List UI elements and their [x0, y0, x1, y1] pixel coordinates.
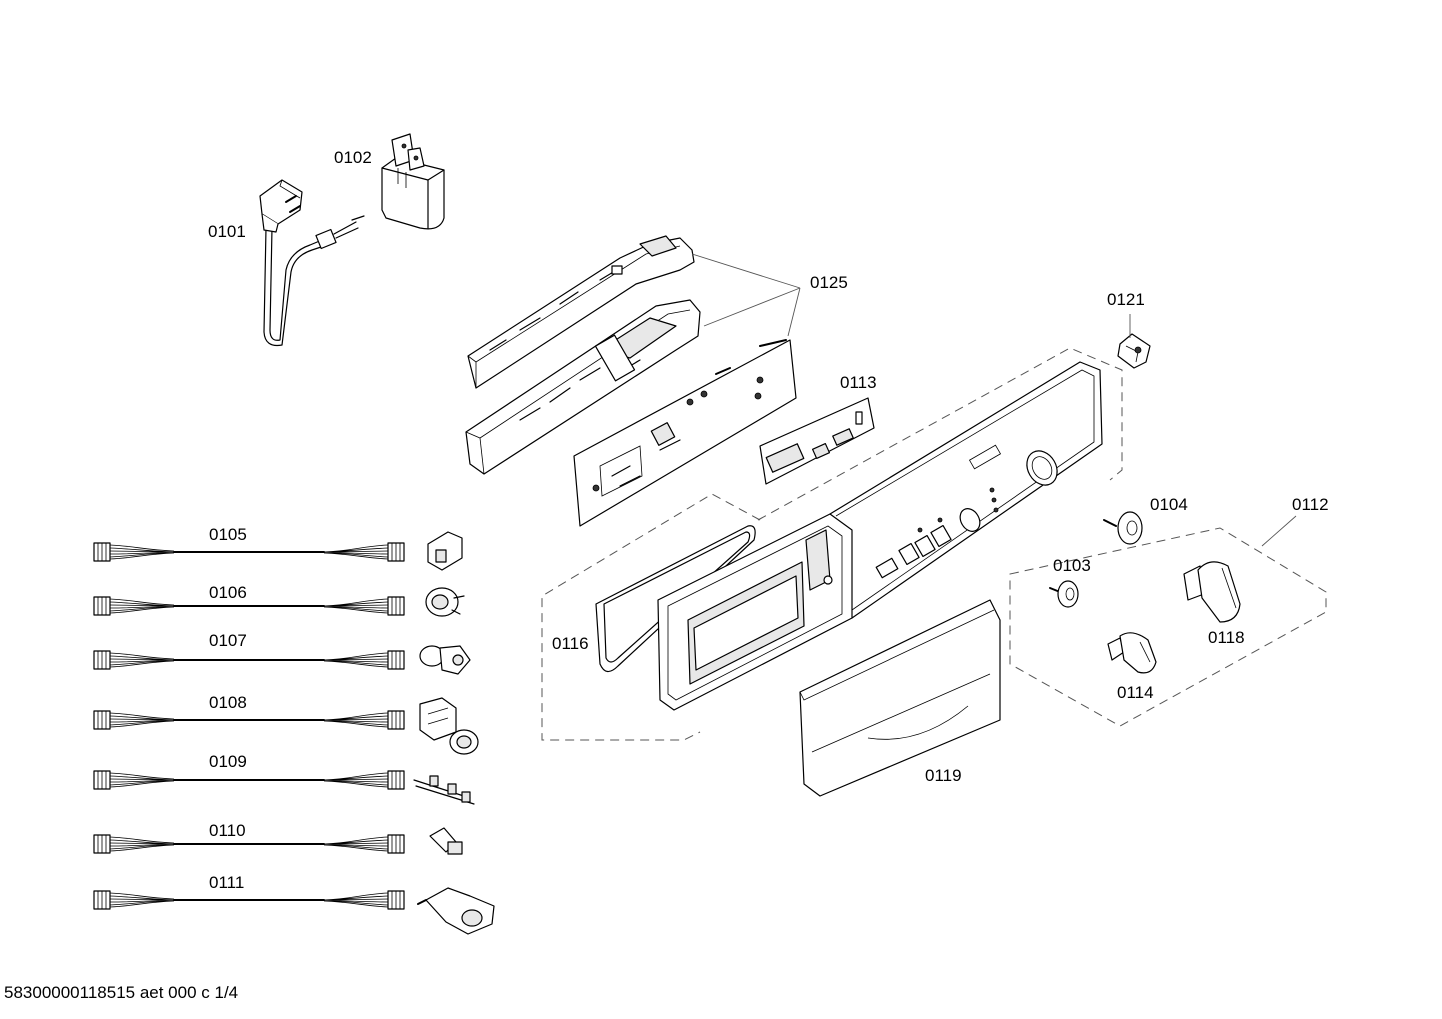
wiring-harness-0110 — [93, 834, 405, 854]
clip-part — [1117, 333, 1151, 369]
leader-0112 — [1261, 515, 1297, 547]
component-0109 — [413, 775, 475, 805]
wiring-harness-0111 — [93, 890, 405, 910]
label-0101: 0101 — [208, 222, 246, 241]
knob-0114 — [1107, 632, 1157, 674]
knob-shaft-0103 — [1049, 580, 1079, 608]
module-bracket-upper — [467, 235, 695, 389]
label-0105: 0105 — [209, 525, 247, 544]
label-0106: 0106 — [209, 583, 247, 602]
fascia-assembly-outline — [541, 347, 1123, 741]
power-cord-part — [259, 179, 365, 347]
label-0113: 0113 — [840, 373, 877, 392]
component-0106 — [425, 587, 465, 617]
component-0107 — [419, 645, 471, 675]
label-0109: 0109 — [209, 752, 247, 771]
label-0107: 0107 — [209, 631, 247, 650]
component-0111 — [417, 887, 495, 935]
label-0108: 0108 — [209, 693, 247, 712]
wiring-harness-0106 — [93, 596, 405, 616]
label-0102: 0102 — [334, 148, 372, 167]
label-0118: 0118 — [1208, 628, 1245, 647]
drawing-reference-footer: 58300000118515 aet 000 c 1/4 — [4, 983, 238, 1002]
knob-0118 — [1183, 561, 1241, 623]
leader-0125 — [691, 253, 801, 337]
interference-filter-part — [381, 133, 445, 230]
wiring-harness-0107 — [93, 650, 405, 670]
label-0103: 0103 — [1053, 556, 1091, 575]
component-0110 — [429, 827, 463, 855]
module-bracket-lower — [465, 299, 701, 475]
wiring-harness-0108 — [93, 710, 405, 730]
wiring-harness-0105 — [93, 542, 405, 562]
label-0110: 0110 — [209, 821, 246, 840]
label-0114: 0114 — [1117, 683, 1154, 702]
label-0116: 0116 — [552, 634, 589, 653]
knob-shaft-0104 — [1103, 511, 1143, 545]
label-0125: 0125 — [810, 273, 848, 292]
knob-assembly-outline — [1009, 527, 1327, 727]
label-0112: 0112 — [1292, 495, 1329, 514]
wiring-harness-0109 — [93, 770, 405, 790]
drawer-front-part — [799, 599, 1001, 797]
label-0121: 0121 — [1107, 290, 1145, 309]
component-0108 — [419, 697, 479, 755]
component-0105 — [427, 531, 463, 571]
control-circuit-board — [573, 339, 797, 527]
drawer-frame-part — [657, 513, 853, 711]
control-panel-fascia — [829, 361, 1103, 619]
label-0119: 0119 — [925, 766, 962, 785]
label-0111: 0111 — [209, 873, 244, 892]
label-0104: 0104 — [1150, 495, 1188, 514]
display-module-part — [759, 397, 875, 485]
